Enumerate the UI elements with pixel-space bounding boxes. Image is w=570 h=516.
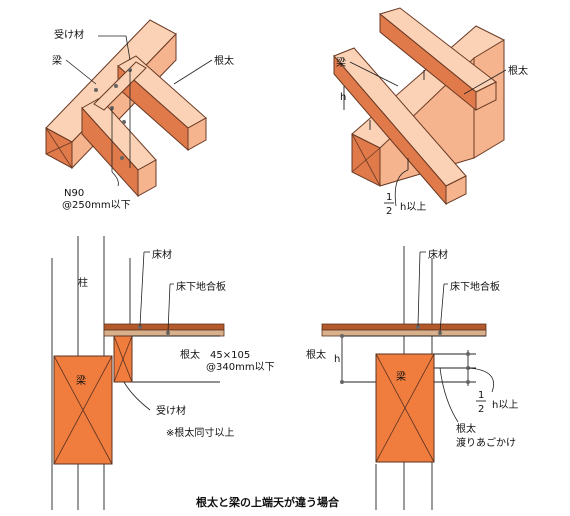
- tl-joist-label: 根太: [214, 54, 234, 67]
- br-frac-den: 2: [478, 404, 484, 415]
- bl-joist-spacing: @340mm以下: [206, 362, 275, 373]
- br-h-limit: h以上: [492, 399, 518, 411]
- top-right-isometric: [333, 7, 505, 206]
- br-floor-label: 床材: [428, 248, 448, 261]
- tl-ukezai-label: 受け材: [54, 28, 84, 41]
- br-frac-num: 1: [478, 390, 484, 401]
- tr-frac-num: 1: [386, 192, 392, 203]
- bl-ukezai-label: 受け材: [156, 404, 186, 417]
- bl-joist-label: 根太: [180, 348, 200, 361]
- bl-subfloor-label: 床下地合板: [176, 280, 226, 293]
- bl-floor-label: 床材: [152, 248, 172, 261]
- tl-beam-label: 梁: [52, 54, 62, 67]
- br-beam-label: 梁: [396, 370, 406, 383]
- tl-nail-label: N90: [64, 188, 84, 199]
- tr-h-limit: h以上: [400, 201, 426, 213]
- tl-spacing-label: @250mm以下: [62, 200, 131, 211]
- bl-column-label: 柱: [78, 276, 88, 289]
- tr-joist-label: 根太: [508, 64, 528, 77]
- top-left-isometric: [45, 19, 207, 198]
- tr-frac-den: 2: [386, 206, 392, 217]
- br-h-label: h: [334, 354, 340, 365]
- br-joist-label: 根太: [306, 348, 326, 361]
- tr-beam-label: 梁: [336, 56, 346, 69]
- tr-h-label: h: [340, 92, 346, 103]
- bl-ukezai-note: ※根太同寸以上: [166, 426, 234, 439]
- bottom-left-section: [51, 236, 225, 510]
- figure-caption: 根太と梁の上端天が違う場合: [196, 495, 340, 509]
- bl-joist-size: 45×105: [210, 350, 250, 361]
- bl-beam-label: 梁: [76, 374, 86, 387]
- bottom-right-section: [321, 246, 494, 510]
- br-notch-label: 渡りあごかけ: [456, 436, 516, 449]
- br-joist-label2: 根太: [456, 422, 476, 435]
- br-subfloor-label: 床下地合板: [450, 280, 500, 293]
